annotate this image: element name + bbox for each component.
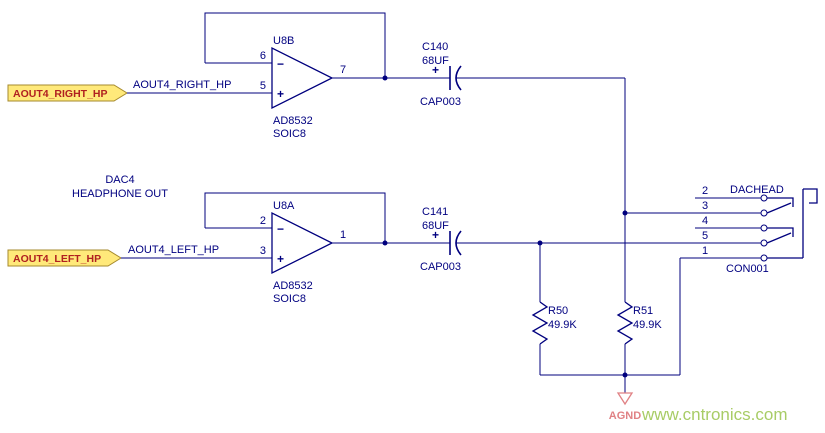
capacitor-footprint: CAP003 bbox=[420, 96, 461, 108]
pin-number: 6 bbox=[260, 50, 266, 62]
capacitor-plate-curved bbox=[455, 65, 462, 91]
noninverting-input-sign: + bbox=[277, 252, 284, 266]
jack-pin-contact bbox=[760, 194, 768, 202]
capacitor-polarity-sign: + bbox=[432, 63, 439, 77]
capacitor-c141: C141 68UF + CAP003 bbox=[420, 206, 462, 273]
opamp-u8b: U8B − + 6 5 7 AD8532 SOIC8 bbox=[260, 35, 346, 140]
agnd-symbol bbox=[616, 392, 634, 406]
jack-pin-contact bbox=[760, 224, 768, 232]
ground-net: AGND bbox=[540, 257, 761, 422]
capacitor-polarity-sign: + bbox=[432, 228, 439, 242]
jack-tip-switch-arm bbox=[766, 202, 792, 214]
noninverting-input-sign: + bbox=[277, 87, 284, 101]
resistor-r51: R51 49.9K bbox=[616, 301, 662, 375]
resistor-ref: R50 bbox=[548, 305, 568, 317]
schematic-title-line1: DAC4 bbox=[105, 174, 134, 186]
opamp-part: AD8532 bbox=[273, 115, 313, 127]
net-port-right: AOUT4_RIGHT_HP bbox=[7, 84, 128, 102]
connector-pin-number: 1 bbox=[702, 245, 708, 257]
net-label-right: AOUT4_RIGHT_HP bbox=[133, 79, 231, 91]
agnd-label: AGND bbox=[609, 410, 641, 422]
capacitor-c140: C140 68UF + CAP003 bbox=[420, 41, 462, 108]
opamp-package: SOIC8 bbox=[273, 128, 306, 140]
resistor-body bbox=[616, 301, 634, 345]
pin-number: 3 bbox=[260, 245, 266, 257]
junction-dot bbox=[382, 75, 388, 81]
jack-pin-contact bbox=[760, 239, 768, 247]
opamp-part: AD8532 bbox=[273, 280, 313, 292]
connector-ref: CON001 bbox=[726, 263, 769, 275]
pin-number: 5 bbox=[260, 80, 266, 92]
opamp-ref: U8A bbox=[273, 200, 295, 212]
resistor-ref: R51 bbox=[633, 305, 653, 317]
capacitor-ref: C140 bbox=[422, 41, 448, 53]
opamp-u8a: U8A − + 2 3 1 AD8532 SOIC8 bbox=[260, 200, 346, 305]
capacitor-value: 68UF bbox=[422, 220, 449, 232]
connector-pin-number: 5 bbox=[702, 230, 708, 242]
wire-feedback-top bbox=[204, 12, 386, 78]
connector-net-label: DACHEAD bbox=[730, 184, 784, 196]
pin-number: 2 bbox=[260, 215, 266, 227]
port-tag-shape bbox=[7, 249, 122, 267]
capacitor-plate-curved bbox=[455, 230, 462, 256]
jack-pin-contact bbox=[760, 254, 768, 262]
jack-ring-contact bbox=[767, 227, 794, 237]
jack-pin-contact bbox=[760, 209, 768, 217]
inverting-input-sign: − bbox=[277, 57, 284, 71]
inverting-input-sign: − bbox=[277, 222, 284, 236]
jack-ring-switch-arm bbox=[766, 232, 792, 244]
opamp-package: SOIC8 bbox=[273, 293, 306, 305]
opamp-ref: U8B bbox=[273, 35, 294, 47]
jack-opening bbox=[803, 188, 818, 204]
port-tag-label: AOUT4_LEFT_HP bbox=[13, 253, 101, 265]
resistor-r50: R50 49.9K bbox=[531, 243, 577, 375]
headphone-jack-symbol bbox=[760, 188, 818, 262]
resistor-body bbox=[531, 301, 549, 345]
watermark-text: www.cntronics.com bbox=[641, 405, 787, 424]
resistor-value: 49.9K bbox=[633, 319, 662, 331]
connector-pin-number: 3 bbox=[702, 200, 708, 212]
wires-bottom-channel bbox=[121, 192, 761, 259]
schematic-title-line2: HEADPHONE OUT bbox=[72, 188, 168, 200]
capacitor-value: 68UF bbox=[422, 55, 449, 67]
junction-dot bbox=[622, 210, 628, 216]
net-port-left: AOUT4_LEFT_HP bbox=[7, 249, 122, 267]
resistor-value: 49.9K bbox=[548, 319, 577, 331]
jack-tip-contact bbox=[767, 197, 794, 207]
connector-pin-number: 2 bbox=[702, 185, 708, 197]
pin-number: 1 bbox=[340, 229, 346, 241]
connector-con001: 2 3 4 5 1 DACHEAD CON001 bbox=[695, 184, 818, 275]
wire-feedback-bottom bbox=[204, 192, 386, 243]
opamp-triangle bbox=[271, 211, 334, 275]
pin-number: 7 bbox=[340, 64, 346, 76]
opamp-triangle bbox=[271, 46, 334, 110]
capacitor-footprint: CAP003 bbox=[420, 261, 461, 273]
capacitor-ref: C141 bbox=[422, 206, 448, 218]
junction-dot bbox=[382, 240, 388, 246]
wires-top-channel bbox=[127, 12, 761, 302]
port-tag-label: AOUT4_RIGHT_HP bbox=[13, 88, 108, 100]
net-label-left: AOUT4_LEFT_HP bbox=[128, 244, 219, 256]
port-tag-shape bbox=[7, 84, 128, 102]
connector-pin-number: 4 bbox=[702, 215, 708, 227]
